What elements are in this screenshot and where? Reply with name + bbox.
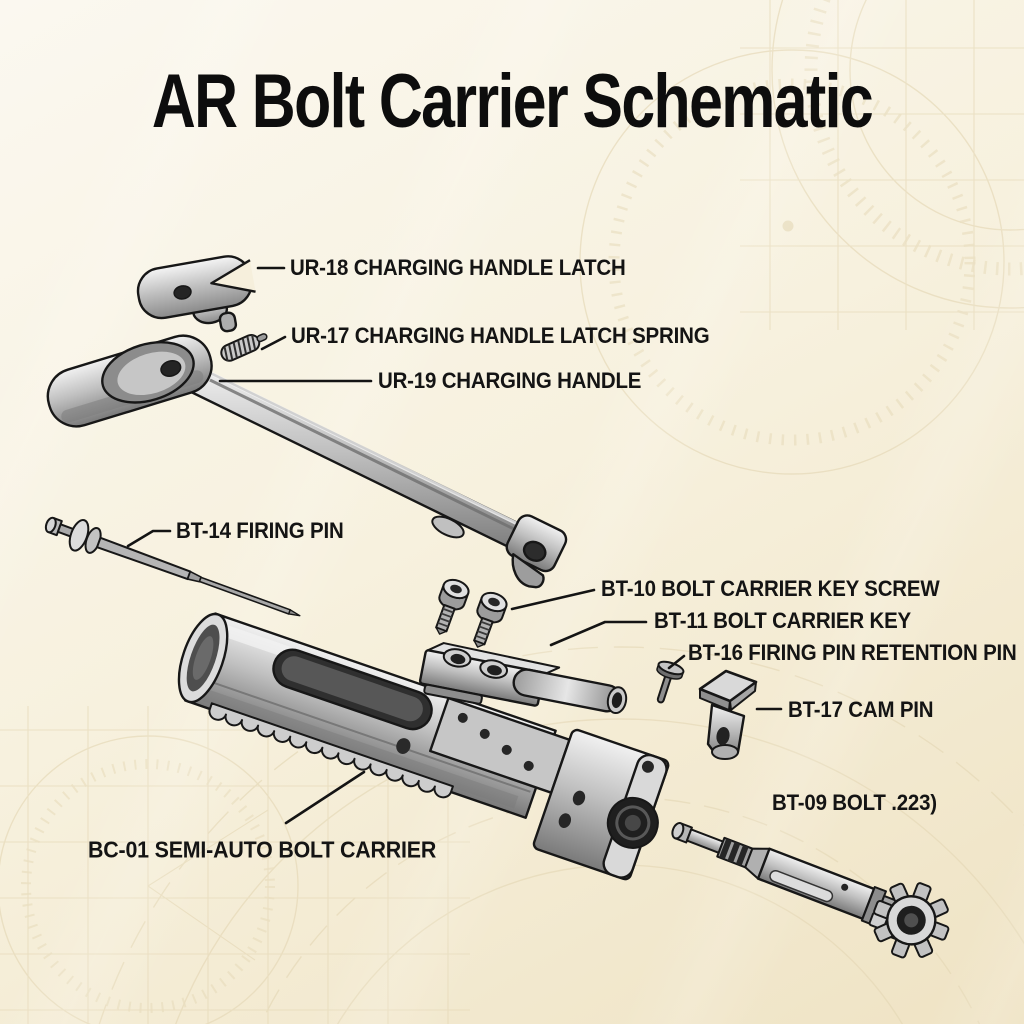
bolt-carrier-key-screws-drawing	[435, 578, 508, 648]
label-bc-01-semi-auto-bolt-carrier: BC-01 SEMI-AUTO BOLT CARRIER	[88, 836, 437, 863]
label-bt-10-bolt-carrier-key-screw: BT-10 BOLT CARRIER KEY SCREW	[601, 576, 940, 601]
leader-lines	[126, 266, 783, 825]
leader-line-bt14	[126, 529, 172, 548]
bolt-carrier-drawing	[177, 612, 670, 881]
label-bt-11-bolt-carrier-key: BT-11 BOLT CARRIER KEY	[654, 608, 911, 633]
label-bt-09-bolt-223: BT-09 BOLT .223)	[772, 790, 937, 815]
leader-line-bt11	[549, 620, 648, 647]
bolt-carrier-key-drawing	[418, 642, 628, 715]
leader-line-bc01	[284, 770, 366, 825]
bolt-drawing	[671, 822, 950, 959]
label-ur-19-charging-handle: UR-19 CHARGING HANDLE	[378, 368, 642, 393]
latch-spring-drawing	[220, 333, 268, 362]
label-ur-17-charging-handle-latch-spring: UR-17 CHARGING HANDLE LATCH SPRING	[291, 323, 710, 348]
label-bt-16-firing-pin-retention-pin: BT-16 FIRING PIN RETENTION PIN	[688, 640, 1017, 665]
charging-handle-latch-drawing	[136, 255, 256, 333]
label-bt-17-cam-pin: BT-17 CAM PIN	[788, 697, 934, 722]
firing-pin-drawing	[44, 516, 301, 617]
charging-handle-grip	[46, 334, 213, 428]
cam-pin-drawing	[698, 669, 758, 760]
label-bt-14-firing-pin: BT-14 FIRING PIN	[176, 518, 344, 543]
label-ur-18-charging-handle-latch: UR-18 CHARGING HANDLE LATCH	[290, 255, 626, 280]
leader-line-ur17	[260, 335, 287, 351]
charging-handle-drawing	[46, 334, 568, 589]
leader-line-bt16	[667, 654, 686, 670]
firing-pin-retention-pin-drawing	[656, 660, 685, 704]
page-title: AR Bolt Carrier Schematic	[151, 59, 874, 144]
leader-line-bt10	[510, 588, 596, 611]
